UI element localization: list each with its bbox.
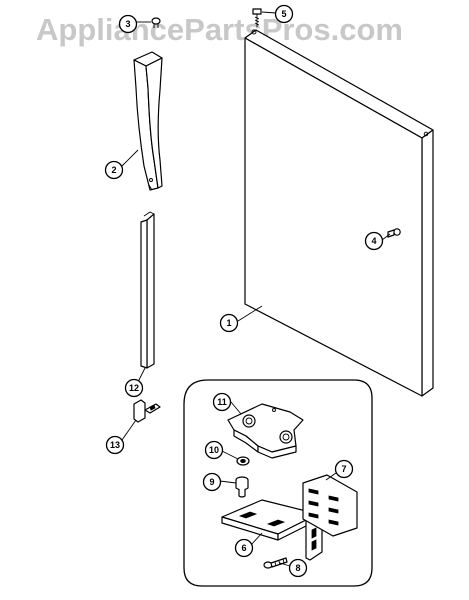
part-hinge-plate [227, 403, 304, 459]
svg-text:11: 11 [217, 397, 227, 407]
svg-text:10: 10 [209, 445, 219, 455]
svg-text:13: 13 [110, 440, 120, 450]
callout-9: 9 [202, 472, 222, 492]
svg-text:2: 2 [111, 165, 116, 175]
svg-text:12: 12 [129, 383, 139, 393]
callout-2: 2 [104, 160, 124, 180]
svg-text:9: 9 [209, 477, 214, 487]
part-handle-upper [133, 51, 163, 191]
callout-10: 10 [204, 440, 224, 460]
callout-11: 11 [212, 392, 232, 412]
watermark-text: AppliancePartsPros.com [36, 12, 403, 47]
leader-lines [121, 11, 391, 567]
part-top-screw [252, 8, 262, 27]
part-small-bracket [133, 399, 161, 423]
svg-text:8: 8 [295, 563, 300, 573]
part-panel-screw [387, 228, 401, 238]
callout-13: 13 [105, 435, 125, 455]
callout-12: 12 [124, 378, 144, 398]
callout-1: 1 [219, 313, 239, 333]
part-hinge-bracket [221, 499, 323, 561]
svg-text:5: 5 [281, 9, 286, 19]
part-hinge-screw [151, 17, 161, 28]
callout-6: 6 [234, 538, 254, 558]
svg-text:6: 6 [241, 543, 246, 553]
callout-5: 5 [274, 4, 294, 24]
inset-hinge-kit [183, 379, 373, 587]
callout-7: 7 [334, 459, 354, 479]
callout-4: 4 [364, 231, 384, 251]
part-bracket-screw [263, 557, 288, 569]
part-door-panel [244, 29, 434, 397]
svg-text:7: 7 [341, 464, 346, 474]
svg-text:4: 4 [371, 236, 376, 246]
part-washer [236, 456, 250, 466]
part-shim-plate [302, 474, 358, 537]
svg-text:3: 3 [125, 19, 130, 29]
callout-3: 3 [118, 14, 138, 34]
part-trim-strip [140, 211, 155, 369]
part-pivot-pin [235, 476, 249, 498]
svg-text:1: 1 [226, 318, 231, 328]
callout-8: 8 [288, 558, 308, 578]
